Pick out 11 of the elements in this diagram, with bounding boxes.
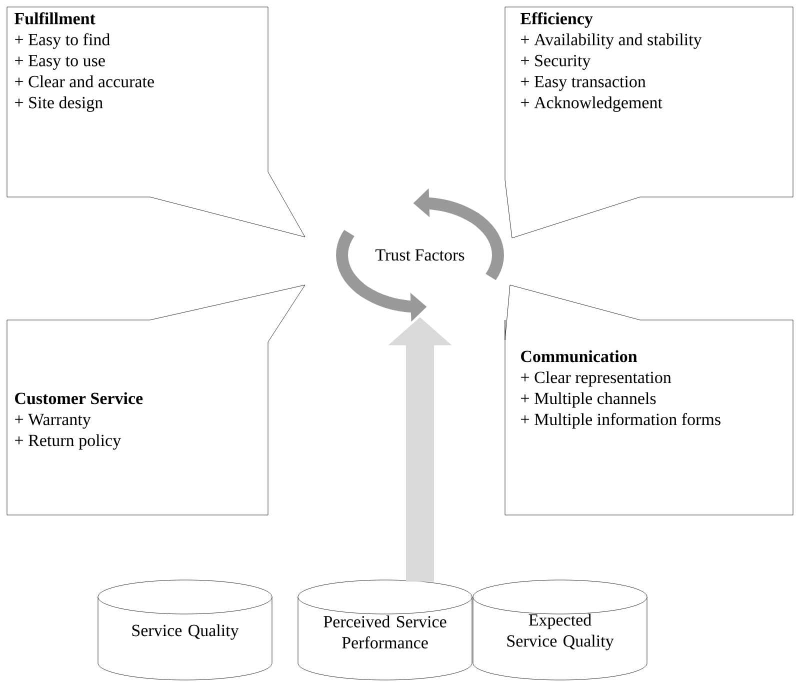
node-label: Service Quality — [132, 624, 239, 640]
node-label: Perceived Service Performance — [324, 616, 446, 648]
callout-box: Efficiency + Availability and stability + Security + Easy transaction + Acknowledgement — [504, 6, 794, 238]
callout-box: Communication + Clear representation + Multiple channels + Multiple information forms — [504, 284, 794, 516]
callout-box: Customer Service + Warranty + Return policy — [6, 284, 306, 516]
cylinder: Service Quality — [98, 580, 272, 680]
cylinder: Expected Service Quality — [472, 580, 648, 680]
node-label: Expected Service Quality — [507, 614, 614, 650]
center-label: Trust Factors — [376, 249, 464, 261]
callout-box: Fulfillment + Easy to find + Easy to use + Clear and accurate + Site design — [6, 6, 306, 238]
cylinder: Perceived Service Performance — [298, 580, 472, 680]
